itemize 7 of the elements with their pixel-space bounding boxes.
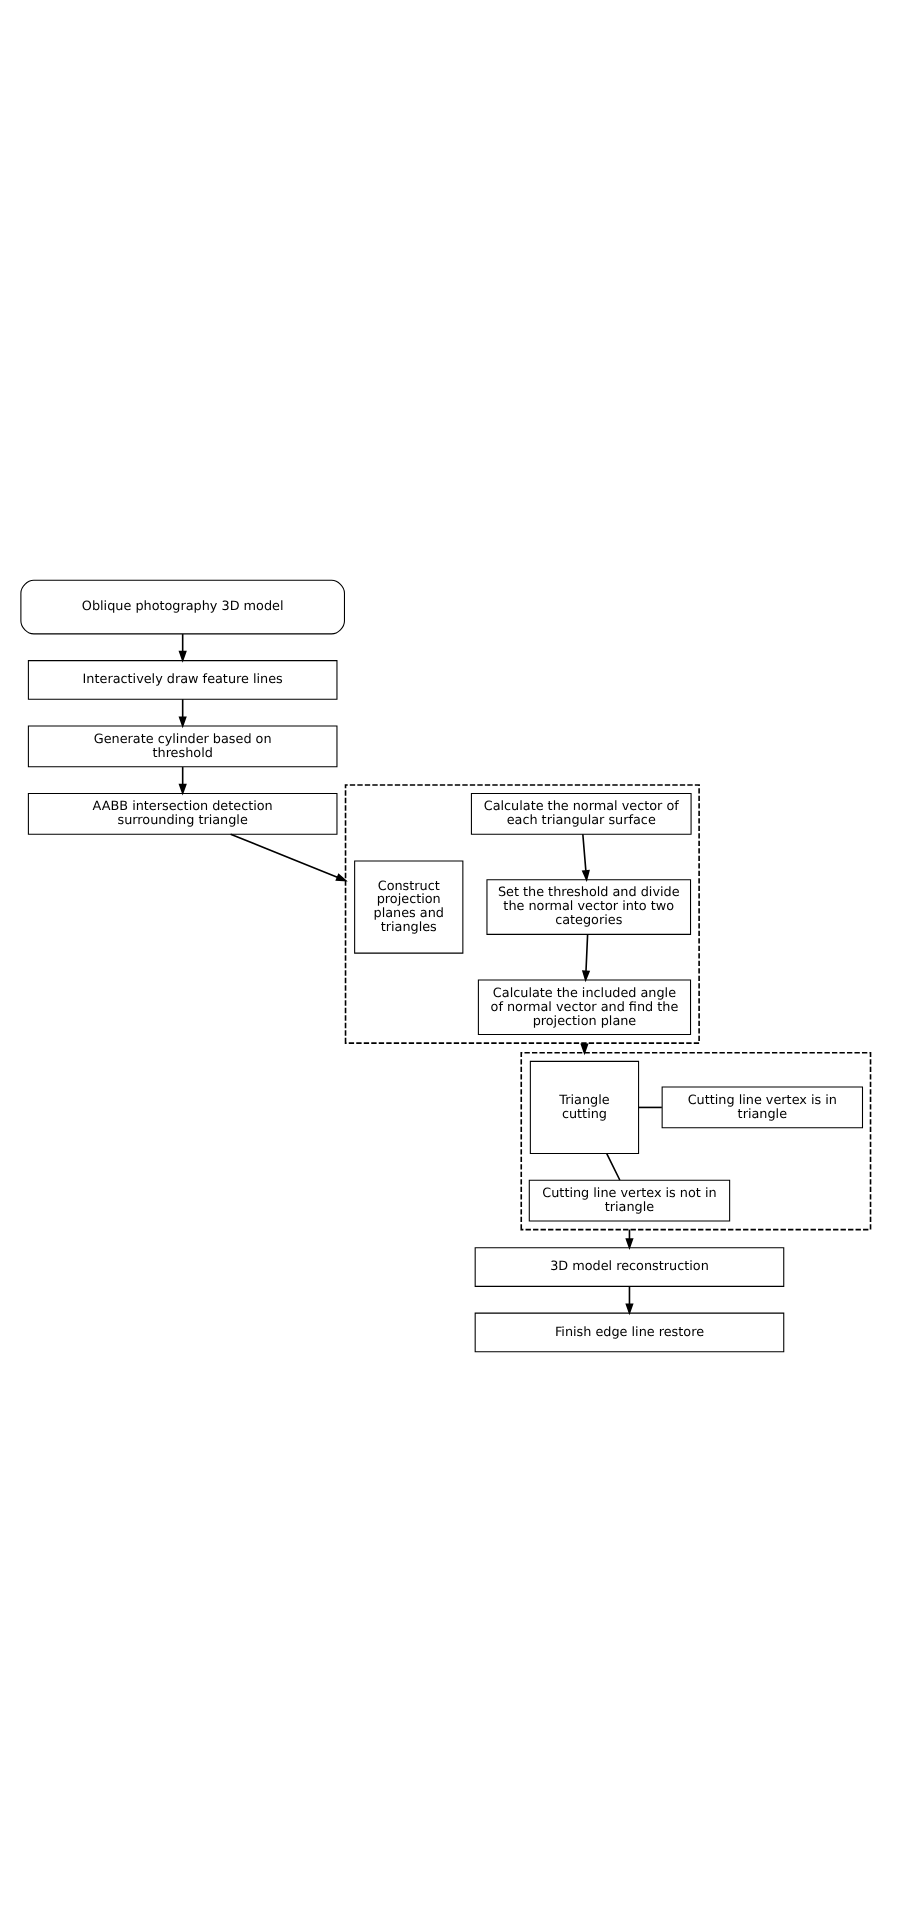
cluster — [344, 783, 700, 1043]
cluster — [520, 1051, 872, 1230]
arrow — [229, 832, 348, 881]
arrow — [581, 932, 591, 982]
arrow — [581, 832, 590, 881]
connector — [637, 1105, 663, 1108]
connector — [605, 1151, 621, 1180]
